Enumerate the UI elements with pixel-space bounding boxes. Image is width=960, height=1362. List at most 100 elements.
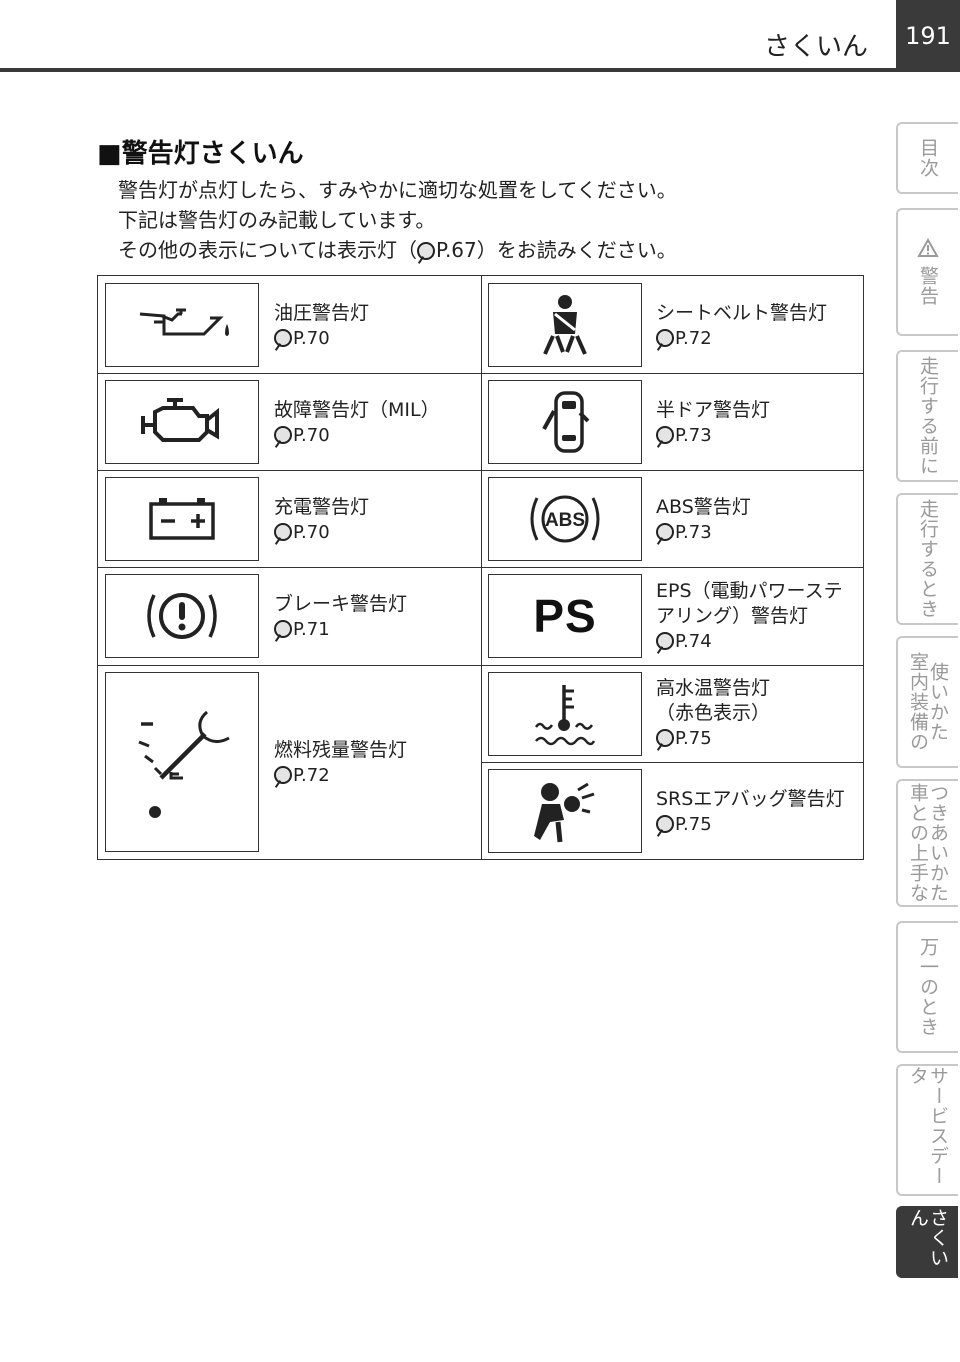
tab-service-data[interactable]: サービスデータ (896, 1064, 958, 1196)
fuel-gauge-icon-box (105, 672, 259, 852)
power-steering-icon-box: PS (488, 574, 642, 658)
tab-before-driving[interactable]: 走行する前に (896, 350, 958, 482)
tab-label-line1: 使いかた (927, 662, 949, 742)
warning-light-name: 燃料残量警告灯 (274, 739, 408, 761)
warning-light-label: 充電警告灯 P.70 (274, 495, 369, 545)
header-title: さくいん (763, 32, 868, 62)
page-reference-icon (656, 632, 674, 650)
tab-while-driving[interactable]: 走行するとき (896, 493, 958, 625)
tab-warning[interactable]: 警告 (896, 208, 958, 336)
warning-light-label: 燃料残量警告灯 P.72 (274, 738, 407, 788)
coolant-temperature-icon-box (488, 672, 642, 756)
tab-label: 走行する前に (917, 356, 939, 476)
tab-label-line2: 車との上手な (907, 783, 929, 903)
intro-line: 警告灯が点灯したら、すみやかに適切な処置をしてください。 (118, 178, 677, 202)
page-reference-icon (274, 620, 292, 638)
warning-light-name: SRSエアバッグ警告灯 (656, 788, 845, 810)
warning-light-label: シートベルト警告灯 P.72 (656, 301, 827, 351)
tab-car-care[interactable]: 車との上手な つきあいかた (896, 779, 958, 907)
brake-warning-icon (147, 593, 217, 639)
battery-icon (149, 498, 215, 540)
page-reference-link[interactable]: P.70 (274, 520, 369, 545)
door-ajar-icon (542, 391, 590, 453)
page-reference-icon (417, 242, 435, 260)
page-number: 191 (896, 0, 960, 72)
page-reference-icon (656, 815, 674, 833)
oil-pressure-icon (139, 308, 229, 336)
warning-light-label: 故障警告灯（MIL） P.70 (274, 398, 440, 448)
tab-label-line2: 室内装備の (907, 652, 929, 752)
abs-icon: ABS (530, 495, 600, 543)
warning-light-name: （赤色表示） (656, 702, 771, 724)
warning-light-label: SRSエアバッグ警告灯 P.75 (656, 787, 845, 837)
page-reference-link[interactable]: P.75 (656, 812, 845, 837)
page-reference-icon (656, 329, 674, 347)
tab-contents[interactable]: 目次 (896, 122, 958, 194)
warning-light-name: 故障警告灯（MIL） (274, 399, 440, 421)
power-steering-icon: PS (533, 590, 597, 642)
brake-warning-icon-box (105, 574, 259, 658)
tab-label: 万一のとき (917, 937, 939, 1037)
header-rule (0, 68, 896, 72)
warning-light-label: EPS（電動パワーステ アリング）警告灯 P.74 (656, 579, 843, 654)
abs-icon-box: ABS (488, 477, 642, 561)
page-reference-icon (656, 523, 674, 541)
intro-text: ）をお読みください。 (476, 238, 677, 262)
page-reference-icon (274, 329, 292, 347)
page-reference-link[interactable]: P.67 (436, 238, 477, 262)
page-reference-link[interactable]: P.75 (656, 726, 770, 751)
tab-label: 警告 (917, 266, 939, 306)
page-reference-icon (656, 729, 674, 747)
battery-icon-box (105, 477, 259, 561)
tab-index[interactable]: さくいん (896, 1206, 958, 1278)
page-reference-link[interactable]: P.72 (274, 763, 407, 788)
seatbelt-icon (543, 295, 587, 355)
row-divider (482, 762, 864, 763)
check-engine-icon-box (105, 380, 259, 464)
page-reference-icon (274, 523, 292, 541)
row-divider (482, 665, 864, 666)
warning-light-name: ABS警告灯 (656, 496, 751, 518)
row-divider (482, 470, 864, 471)
tab-emergency[interactable]: 万一のとき (896, 921, 958, 1053)
column-divider (481, 276, 482, 859)
row-divider (482, 373, 864, 374)
page-reference-icon (274, 766, 292, 784)
airbag-icon (534, 782, 595, 843)
warning-light-name: アリング）警告灯 (656, 605, 809, 627)
page-reference-link[interactable]: P.71 (274, 617, 407, 642)
row-divider (98, 665, 481, 666)
page-reference-link[interactable]: P.74 (656, 629, 843, 654)
coolant-temperature-icon (534, 685, 596, 746)
warning-triangle-icon (917, 238, 939, 257)
check-engine-icon (141, 398, 219, 442)
airbag-icon-box (488, 769, 642, 853)
row-divider (98, 470, 481, 471)
oil-pressure-icon-box (105, 283, 259, 367)
tab-label-line1: つきあいかた (927, 783, 949, 903)
warning-light-label: ブレーキ警告灯 P.71 (274, 592, 407, 642)
page-reference-link[interactable]: P.73 (656, 423, 770, 448)
warning-light-table: 油圧警告灯 P.70 シートベルト警告灯 P.72 故障警告灯（MIL） P.7… (97, 275, 864, 860)
warning-light-label: 高水温警告灯 （赤色表示） P.75 (656, 676, 770, 751)
page-reference-link[interactable]: P.70 (274, 423, 440, 448)
tab-label: サービスデータ (907, 1066, 949, 1186)
intro-line-reference: その他の表示については表示灯（ P.67）をお読みください。 (118, 234, 677, 263)
tab-interior-equipment[interactable]: 室内装備の 使いかた (896, 636, 958, 768)
page-reference-link[interactable]: P.70 (274, 326, 369, 351)
warning-light-label: 半ドア警告灯 P.73 (656, 398, 770, 448)
row-divider (482, 567, 864, 568)
section-title: ■警告灯さくいん (97, 139, 304, 169)
warning-light-name: ブレーキ警告灯 (274, 593, 408, 615)
warning-light-label: ABS警告灯 P.73 (656, 495, 751, 545)
page-reference-icon (656, 426, 674, 444)
warning-light-name: 油圧警告灯 (274, 302, 370, 324)
abs-icon-text: ABS (545, 510, 585, 531)
tab-label: 走行するとき (917, 499, 939, 619)
row-divider (98, 567, 481, 568)
intro-text: その他の表示については表示灯（ (118, 238, 417, 262)
page-reference-link[interactable]: P.72 (656, 326, 827, 351)
warning-light-name: EPS（電動パワーステ (656, 580, 843, 602)
page-reference-link[interactable]: P.73 (656, 520, 751, 545)
warning-light-label: 油圧警告灯 P.70 (274, 301, 369, 351)
